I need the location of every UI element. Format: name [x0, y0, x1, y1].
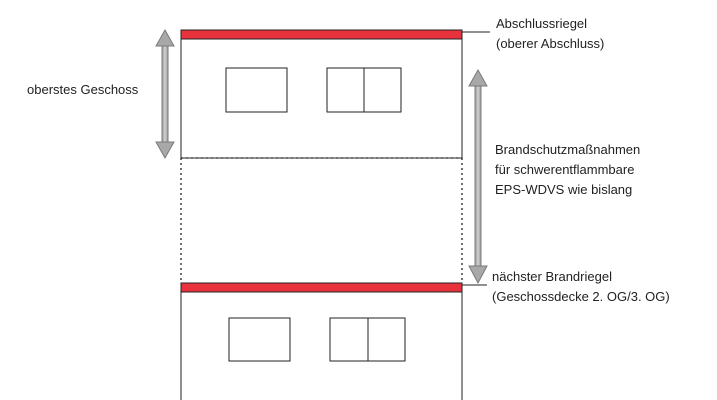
top-floor-height-arrow [155, 28, 175, 160]
next-barrier-line-1: nächster Brandriegel [492, 269, 612, 284]
measures-line-1: Brandschutzmaßnahmen [495, 142, 641, 157]
top-floor-label: oberstes Geschoss [27, 82, 139, 97]
lower-window-right-a [329, 317, 369, 362]
next-fire-barrier [180, 282, 463, 293]
lower-window-right-b [367, 317, 406, 362]
top-floor-outline [180, 37, 463, 159]
measures-line-3: EPS-WDVS wie bislang [495, 182, 633, 197]
top-window-left [225, 67, 288, 113]
top-window-right-a [326, 67, 365, 113]
measures-range-arrow [468, 68, 488, 285]
measures-line-2: für schwerentflammbare [495, 162, 635, 177]
closing-bar-subtitle: (oberer Abschluss) [496, 36, 605, 51]
next-barrier-line-2: (Geschossdecke 2. OG/3. OG) [492, 289, 670, 304]
lower-window-left [228, 317, 291, 362]
top-window-right-b [363, 67, 402, 113]
closing-bar-title: Abschlussriegel [496, 16, 588, 31]
closing-bar [180, 29, 463, 40]
